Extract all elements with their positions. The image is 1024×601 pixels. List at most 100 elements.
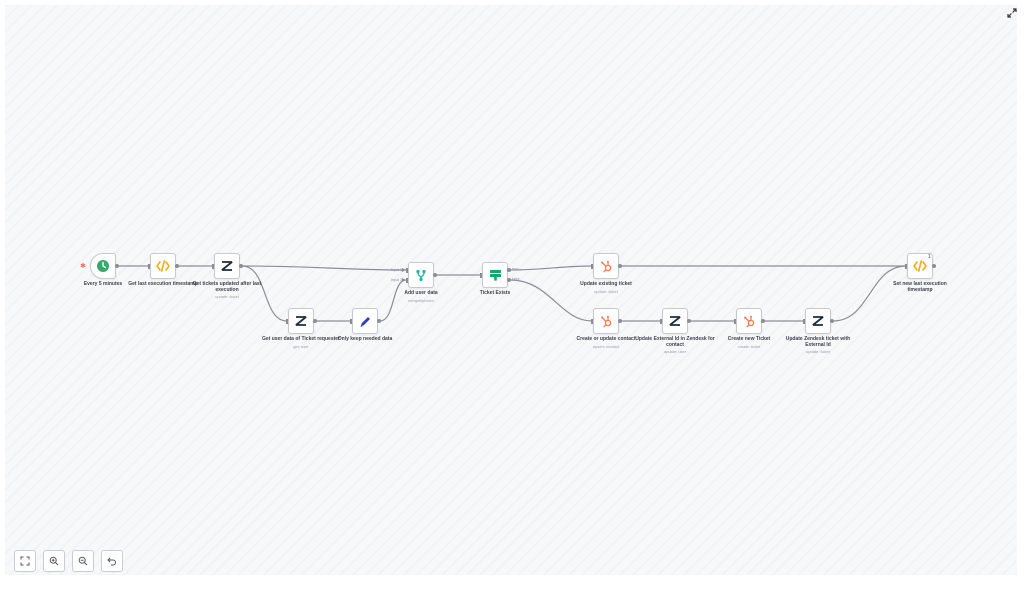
input-port-2[interactable] — [406, 277, 408, 283]
clock-icon — [97, 260, 109, 272]
hubspot-icon — [743, 315, 754, 327]
trigger-indicator-icon: ✱ — [80, 263, 86, 270]
zoom-in-icon — [49, 556, 59, 566]
input-port[interactable] — [591, 263, 593, 269]
node-label: Create new Ticket create: ticket — [709, 336, 789, 349]
node-update-zendesk-ticket[interactable] — [805, 308, 831, 334]
node-subtitle: update: ticket — [594, 288, 618, 294]
node-update-external-id-zendesk[interactable] — [662, 308, 688, 334]
node-title: Only keep needed data — [337, 336, 393, 342]
output-port[interactable] — [932, 264, 936, 268]
input-port[interactable] — [591, 318, 593, 324]
input-port[interactable] — [286, 318, 288, 324]
node-subtitle: upsert: contact — [592, 343, 620, 349]
output-port[interactable] — [687, 319, 691, 323]
node-title: Create or update contact — [576, 336, 636, 342]
node-title: Create new Ticket — [727, 336, 771, 342]
input-port-1[interactable] — [406, 267, 408, 273]
node-label: Create or update contact upsert: contact — [566, 336, 646, 349]
node-get-user-data[interactable] — [288, 308, 314, 334]
node-badge: 1 — [928, 254, 931, 260]
if-true-label: true — [512, 267, 519, 271]
node-title: Get user data of Ticket requester — [262, 336, 340, 342]
node-create-or-update-contact[interactable] — [593, 308, 619, 334]
fit-view-icon — [20, 556, 30, 566]
node-label: Update Zendesk ticket with External Id u… — [778, 336, 858, 355]
node-create-new-ticket[interactable] — [736, 308, 762, 334]
node-title: Update existing ticket — [580, 281, 632, 287]
input-port[interactable] — [803, 318, 805, 324]
if-icon — [489, 270, 501, 281]
input-port[interactable] — [660, 318, 662, 324]
node-label: Only keep needed data — [325, 336, 405, 343]
node-label: Get user data of Ticket requester get: u… — [261, 336, 341, 348]
node-title: Set new last execution timestamp — [893, 281, 947, 293]
input-port[interactable] — [480, 272, 482, 278]
node-set-new-last-execution-timestamp[interactable] — [907, 253, 933, 279]
node-label: Ticket Exists — [455, 290, 535, 297]
node-subtitle: update: user — [663, 349, 687, 355]
output-port[interactable] — [313, 319, 317, 323]
zoom-out-button[interactable] — [72, 550, 94, 572]
zendesk-icon — [221, 261, 233, 271]
fit-view-button[interactable] — [14, 550, 36, 572]
node-add-user-data[interactable] — [408, 262, 434, 288]
node-label: Update existing ticket update: ticket — [566, 281, 646, 294]
output-port[interactable] — [433, 273, 437, 277]
zendesk-icon — [669, 316, 681, 326]
input-port[interactable] — [734, 318, 736, 324]
node-subtitle: create: ticket — [737, 343, 761, 349]
hubspot-icon — [600, 260, 611, 272]
undo-icon — [107, 557, 116, 566]
expand-icon — [1007, 8, 1017, 18]
node-title: Get last execution timestamp — [128, 281, 198, 287]
output-port[interactable] — [175, 264, 179, 268]
output-port-false[interactable] — [507, 278, 511, 282]
workflow-canvas[interactable] — [5, 5, 1017, 575]
output-port[interactable] — [239, 264, 243, 268]
code-icon — [156, 260, 170, 272]
merge-input-1-label: Input 1 — [391, 268, 402, 272]
node-title: Get tickets updated after last execution — [192, 281, 262, 293]
input-port[interactable] — [350, 318, 352, 324]
node-label: Add user data mergeByIndex — [381, 290, 461, 303]
zendesk-icon — [812, 316, 824, 326]
node-title: Every 5 minutes — [83, 281, 123, 287]
node-title: Update Zendesk ticket with External Id — [785, 336, 851, 348]
zendesk-icon — [295, 316, 307, 326]
output-port[interactable] — [761, 319, 765, 323]
merge-icon — [416, 269, 426, 281]
node-only-keep-needed-data[interactable] — [352, 308, 378, 334]
node-title: Ticket Exists — [479, 290, 511, 296]
node-label: Get last execution timestamp — [123, 281, 203, 288]
code-icon — [913, 260, 927, 272]
input-port[interactable] — [148, 263, 150, 269]
expand-button[interactable] — [1006, 6, 1018, 18]
node-get-last-execution-timestamp[interactable] — [150, 253, 176, 279]
pencil-icon — [360, 316, 370, 327]
zoom-out-icon — [78, 556, 88, 566]
node-subtitle: update: ticket — [806, 349, 830, 355]
output-port[interactable] — [830, 319, 834, 323]
node-label: Update External Id in Zendesk for contac… — [635, 336, 715, 355]
reset-zoom-button[interactable] — [101, 550, 123, 572]
output-port[interactable] — [115, 264, 119, 268]
output-port[interactable] — [618, 264, 622, 268]
node-every-5-minutes[interactable] — [90, 253, 116, 279]
output-port-true[interactable] — [507, 268, 511, 272]
zoom-in-button[interactable] — [43, 550, 65, 572]
node-ticket-exists[interactable] — [482, 262, 508, 288]
node-label: Every 5 minutes — [63, 281, 143, 288]
if-false-label: false — [512, 277, 520, 281]
node-title: Update External Id in Zendesk for contac… — [635, 336, 715, 348]
input-port[interactable] — [212, 263, 214, 269]
node-get-tickets-updated[interactable] — [214, 253, 240, 279]
node-subtitle: mergeByIndex — [408, 297, 434, 303]
output-port[interactable] — [618, 319, 622, 323]
output-port[interactable] — [377, 319, 381, 323]
hubspot-icon — [600, 315, 611, 327]
node-update-existing-ticket[interactable] — [593, 253, 619, 279]
input-port[interactable] — [905, 263, 907, 269]
merge-input-2-label: Input 2 — [391, 278, 402, 282]
node-label: Set new last execution timestamp — [880, 281, 960, 293]
